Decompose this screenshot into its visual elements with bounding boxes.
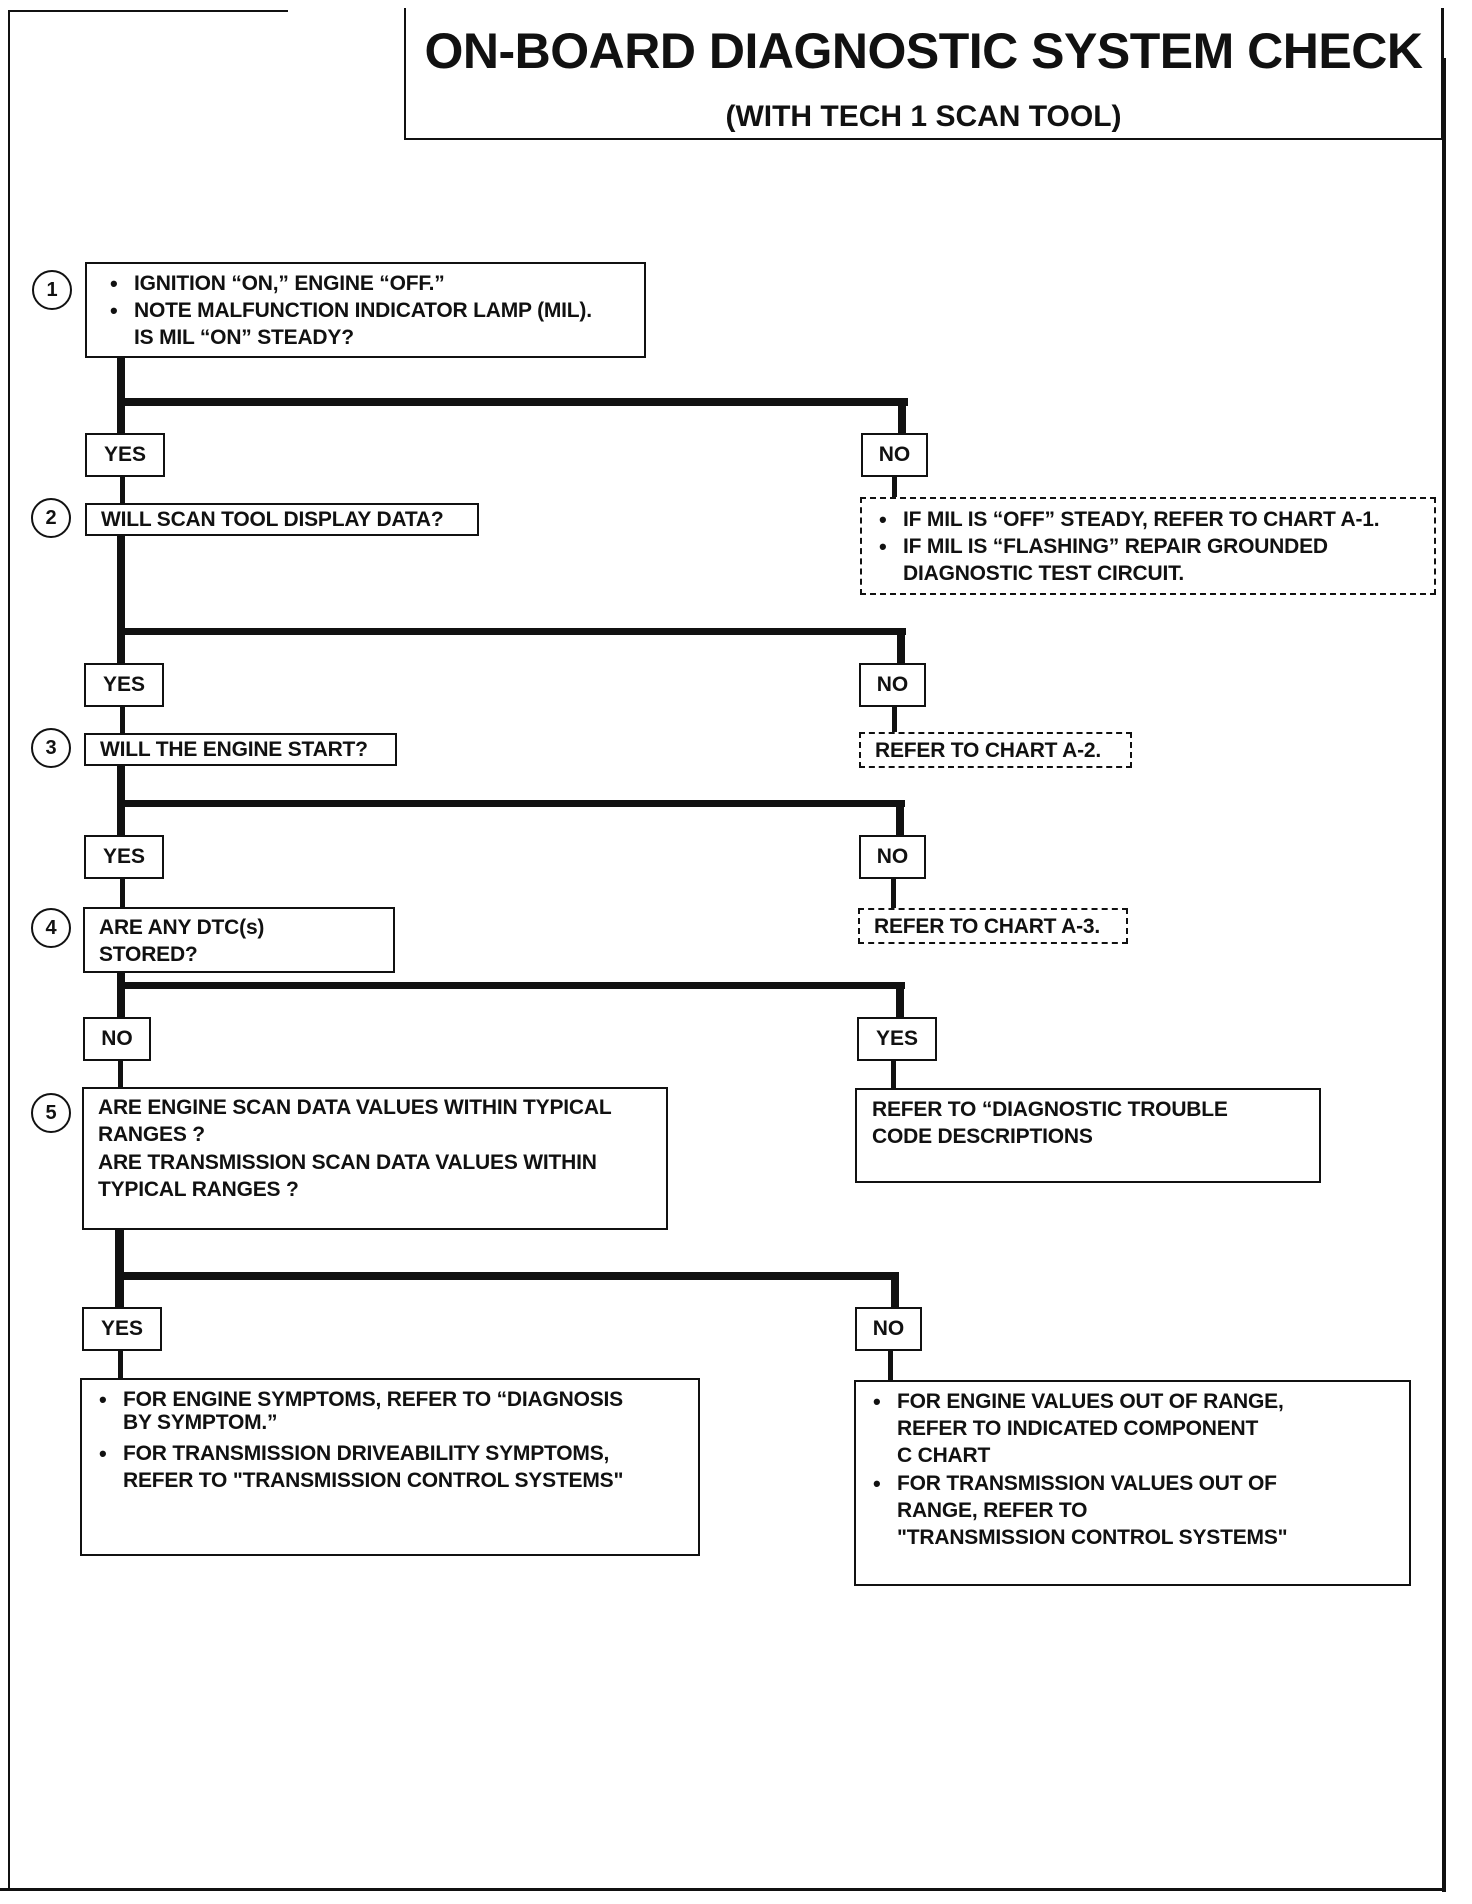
step-4-yes-outcome-box: REFER TO “DIAGNOSTIC TROUBLE CODE DESCRI… bbox=[855, 1088, 1321, 1183]
connector bbox=[117, 982, 905, 989]
step-1-line: NOTE MALFUNCTION INDICATOR LAMP (MIL). bbox=[134, 299, 592, 322]
step-1-no-outcome-box: IF MIL IS “OFF” STEADY, REFER TO CHART A… bbox=[860, 497, 1436, 595]
outcome-line: BY SYMPTOM.” bbox=[123, 1411, 278, 1434]
no-label: NO bbox=[855, 1307, 922, 1351]
connector bbox=[117, 800, 905, 807]
page-frame-right bbox=[1442, 58, 1446, 1892]
step-3-question: WILL THE ENGINE START? bbox=[100, 738, 368, 761]
yes-label: YES bbox=[85, 433, 165, 477]
outcome-line: DIAGNOSTIC TEST CIRCUIT. bbox=[903, 562, 1185, 585]
outcome-line: FOR TRANSMISSION VALUES OUT OF bbox=[897, 1472, 1277, 1495]
outcome-bullet: FOR ENGINE VALUES OUT OF RANGE, bbox=[864, 1388, 1284, 1415]
step-4-box: ARE ANY DTC(s) STORED? bbox=[83, 907, 395, 973]
outcome-bullet: FOR ENGINE SYMPTOMS, REFER TO “DIAGNOSIS bbox=[90, 1386, 623, 1413]
page-frame-left bbox=[8, 10, 10, 1890]
connector bbox=[888, 1350, 893, 1380]
connector bbox=[117, 970, 125, 1018]
outcome-line: REFER TO CHART A-3. bbox=[874, 915, 1101, 938]
step-2-question: WILL SCAN TOOL DISPLAY DATA? bbox=[101, 508, 444, 531]
connector bbox=[892, 706, 897, 734]
connector bbox=[118, 1060, 123, 1088]
outcome-line: CODE DESCRIPTIONS bbox=[872, 1125, 1093, 1148]
outcome-bullet: FOR TRANSMISSION DRIVEABILITY SYMPTOMS, bbox=[90, 1440, 609, 1467]
outcome-bullet: FOR TRANSMISSION VALUES OUT OF bbox=[864, 1470, 1277, 1497]
connector bbox=[896, 982, 904, 1018]
outcome-line: REFER TO "TRANSMISSION CONTROL SYSTEMS" bbox=[123, 1469, 624, 1492]
connector bbox=[120, 706, 125, 736]
step-number-2: 2 bbox=[31, 498, 71, 538]
connector bbox=[898, 398, 906, 434]
step-3-box: WILL THE ENGINE START? bbox=[84, 733, 397, 766]
step-1-box: IGNITION “ON,” ENGINE “OFF.” NOTE MALFUN… bbox=[85, 262, 646, 358]
step-2-box: WILL SCAN TOOL DISPLAY DATA? bbox=[85, 503, 479, 536]
connector bbox=[891, 1272, 899, 1308]
step-number-3: 3 bbox=[31, 728, 71, 768]
step-number-1: 1 bbox=[32, 270, 72, 310]
step-1-bullet: NOTE MALFUNCTION INDICATOR LAMP (MIL). bbox=[101, 297, 592, 324]
no-label: NO bbox=[83, 1017, 151, 1061]
outcome-line: IF MIL IS “OFF” STEADY, REFER TO CHART A… bbox=[903, 508, 1380, 531]
connector bbox=[117, 398, 908, 406]
step-5-question-line: TYPICAL RANGES ? bbox=[98, 1178, 299, 1201]
step-number-5: 5 bbox=[31, 1093, 71, 1133]
connector bbox=[120, 878, 125, 908]
step-1-line: IGNITION “ON,” ENGINE “OFF.” bbox=[134, 272, 445, 295]
yes-label: YES bbox=[84, 835, 164, 879]
page-frame-top bbox=[8, 10, 288, 12]
step-5-question-line: ARE TRANSMISSION SCAN DATA VALUES WITHIN bbox=[98, 1151, 597, 1174]
step-5-yes-outcome-box: FOR ENGINE SYMPTOMS, REFER TO “DIAGNOSIS… bbox=[80, 1378, 700, 1556]
connector bbox=[896, 800, 904, 836]
no-label: NO bbox=[859, 663, 926, 707]
no-label: NO bbox=[859, 835, 926, 879]
page-frame-bottom bbox=[0, 1888, 1446, 1891]
outcome-line: C CHART bbox=[897, 1444, 991, 1467]
outcome-line: FOR TRANSMISSION DRIVEABILITY SYMPTOMS, bbox=[123, 1442, 610, 1465]
connector bbox=[892, 476, 897, 498]
connector bbox=[120, 476, 125, 506]
step-5-box: ARE ENGINE SCAN DATA VALUES WITHIN TYPIC… bbox=[82, 1087, 668, 1230]
outcome-line: REFER TO CHART A-2. bbox=[875, 739, 1102, 762]
connector bbox=[118, 1350, 123, 1380]
page-subtitle: (WITH TECH 1 SCAN TOOL) bbox=[725, 100, 1122, 133]
step-5-question-line: RANGES ? bbox=[98, 1123, 205, 1146]
connector bbox=[117, 628, 906, 635]
outcome-line: FOR ENGINE VALUES OUT OF RANGE, bbox=[897, 1390, 1284, 1413]
title-block: ON-BOARD DIAGNOSTIC SYSTEM CHECK (WITH T… bbox=[404, 8, 1444, 140]
step-4-question-line: ARE ANY DTC(s) bbox=[99, 916, 265, 939]
step-2-no-outcome-box: REFER TO CHART A-2. bbox=[859, 732, 1132, 768]
outcome-bullet: IF MIL IS “OFF” STEADY, REFER TO CHART A… bbox=[870, 506, 1380, 533]
connector bbox=[117, 536, 125, 666]
step-5-no-outcome-box: FOR ENGINE VALUES OUT OF RANGE, REFER TO… bbox=[854, 1380, 1411, 1586]
connector bbox=[115, 1272, 899, 1280]
connector bbox=[117, 356, 125, 436]
step-1-question: IS MIL “ON” STEADY? bbox=[134, 326, 354, 349]
step-5-question-line: ARE ENGINE SCAN DATA VALUES WITHIN TYPIC… bbox=[98, 1096, 612, 1119]
step-4-question-line: STORED? bbox=[99, 943, 198, 966]
outcome-line: RANGE, REFER TO bbox=[897, 1499, 1088, 1522]
outcome-bullet: IF MIL IS “FLASHING” REPAIR GROUNDED bbox=[870, 533, 1379, 560]
outcome-line: REFER TO “DIAGNOSTIC TROUBLE bbox=[872, 1098, 1228, 1121]
outcome-line: IF MIL IS “FLASHING” REPAIR GROUNDED bbox=[903, 535, 1328, 558]
no-label: NO bbox=[861, 433, 928, 477]
yes-label: YES bbox=[82, 1307, 162, 1351]
outcome-line: REFER TO INDICATED COMPONENT bbox=[897, 1417, 1259, 1440]
connector bbox=[115, 1228, 124, 1308]
step-number-4: 4 bbox=[31, 908, 71, 948]
step-3-no-outcome-box: REFER TO CHART A-3. bbox=[858, 908, 1128, 944]
connector bbox=[891, 1060, 896, 1088]
connector bbox=[891, 878, 896, 908]
page-title: ON-BOARD DIAGNOSTIC SYSTEM CHECK bbox=[424, 23, 1423, 79]
yes-label: YES bbox=[857, 1017, 937, 1061]
outcome-line: FOR ENGINE SYMPTOMS, REFER TO “DIAGNOSIS bbox=[123, 1388, 623, 1411]
yes-label: YES bbox=[84, 663, 164, 707]
connector bbox=[897, 628, 905, 664]
step-1-bullet: IGNITION “ON,” ENGINE “OFF.” bbox=[101, 270, 592, 297]
outcome-line: "TRANSMISSION CONTROL SYSTEMS" bbox=[897, 1526, 1288, 1549]
